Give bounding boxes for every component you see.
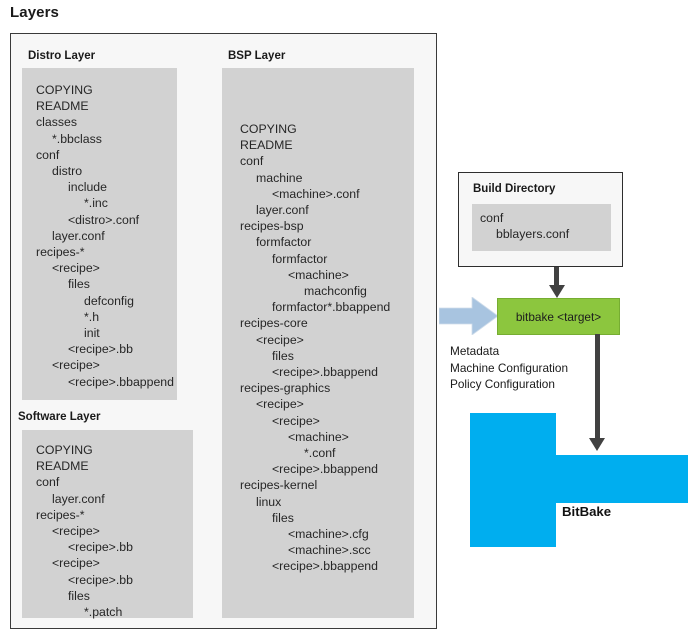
tree-item: *.conf xyxy=(304,446,336,461)
tree-item: layer.conf xyxy=(256,203,309,218)
build-directory-tree: conf bblayers.conf xyxy=(480,210,611,242)
tree-item: README xyxy=(36,459,89,474)
bitbake-shape-right-block xyxy=(554,455,688,503)
tree-item: include xyxy=(68,180,107,195)
tree-item: layer.conf xyxy=(52,491,105,506)
tree-item: <recipe> xyxy=(272,413,320,428)
tree-item: COPYING xyxy=(240,122,297,136)
tree-item: <recipe>.bbappend xyxy=(272,462,378,477)
tree-item: <recipe> xyxy=(52,358,100,373)
bitbake-shape-left-block xyxy=(470,413,556,547)
tree-item: formfactor xyxy=(272,251,328,266)
tree-item: layer.conf xyxy=(52,228,105,243)
tree-item: <recipe>.bbappend xyxy=(272,365,378,380)
tree-item: <recipe>.bbappend xyxy=(272,559,378,574)
tree-item: <recipe> xyxy=(52,524,100,539)
tree-item: <machine> xyxy=(288,429,349,444)
page-title: Layers xyxy=(10,4,59,21)
tree-item: <machine>.scc xyxy=(288,543,371,558)
tree-item: <machine> xyxy=(288,267,349,282)
connector-builddir-to-bitbake-shaft xyxy=(554,267,559,287)
tree-item: defconfig xyxy=(84,293,134,308)
tree-item: <recipe>.bb xyxy=(68,572,133,587)
tree-item: <recipe> xyxy=(52,556,100,571)
tree-item: files xyxy=(272,510,294,525)
connector-bitbake-to-output-shaft xyxy=(595,334,600,442)
connector-bitbake-to-output-arrowhead xyxy=(589,438,605,451)
tree-item: conf xyxy=(240,154,264,169)
tree-item: conf xyxy=(480,211,504,225)
layers-to-bitbake-block-arrow xyxy=(439,297,498,335)
tree-item: machine xyxy=(256,170,303,185)
tree-item: COPYING xyxy=(36,83,93,97)
build-directory-heading: Build Directory xyxy=(473,183,556,195)
policy-configuration-caption-line: Policy Configuration xyxy=(450,377,555,391)
tree-item: *.h xyxy=(84,309,100,324)
bsp-layer-heading: BSP Layer xyxy=(228,50,286,62)
tree-item: files xyxy=(272,348,294,363)
tree-item: README xyxy=(36,99,89,114)
tree-item: <recipe>.bbappend xyxy=(68,374,174,389)
bitbake-target-box[interactable]: bitbake <target> xyxy=(497,298,620,335)
tree-item: <machine>.cfg xyxy=(288,527,369,542)
tree-item: <recipe>.bb xyxy=(68,540,133,555)
tree-item: conf xyxy=(36,475,60,490)
tree-item: linux xyxy=(256,494,282,509)
machine-configuration-caption-line: Machine Configuration xyxy=(450,360,569,375)
tree-item: <recipe> xyxy=(52,261,100,276)
tree-item: <recipe>.bb xyxy=(68,342,133,357)
tree-item: machconfig xyxy=(304,284,367,299)
tree-item: recipes-core xyxy=(240,316,308,331)
tree-item: init xyxy=(84,326,100,341)
tree-item: <recipe> xyxy=(256,397,304,412)
software-layer-heading: Software Layer xyxy=(18,411,101,423)
tree-item: bblayers.conf xyxy=(496,227,570,242)
build-directory-panel: conf bblayers.conf xyxy=(472,204,611,251)
tree-item: recipes-* xyxy=(36,507,85,522)
tree-item: recipes-bsp xyxy=(240,219,304,234)
tree-item: recipes-graphics xyxy=(240,381,331,396)
tree-item: classes xyxy=(36,115,78,130)
tree-item: files xyxy=(68,277,90,292)
tree-item: *.bbclass xyxy=(52,131,102,146)
tree-item: recipes-* xyxy=(36,245,85,260)
metadata-caption-line: Metadata xyxy=(450,344,500,358)
tree-item: *.inc xyxy=(84,196,108,211)
distro-layer-heading: Distro Layer xyxy=(28,50,96,62)
tree-item: files xyxy=(68,588,90,603)
tree-item: distro xyxy=(52,164,83,179)
connector-builddir-to-bitbake-arrowhead xyxy=(549,285,565,298)
tree-item: README xyxy=(240,138,293,153)
tree-item: <distro>.conf xyxy=(68,212,140,227)
tree-item: <machine>.conf xyxy=(272,186,360,201)
bitbake-output-label: BitBake xyxy=(562,504,612,519)
tree-item: formfactor xyxy=(256,235,312,250)
bitbake-output-shape xyxy=(470,413,688,547)
tree-item: <recipe> xyxy=(256,332,304,347)
tree-item: recipes-kernel xyxy=(240,478,318,493)
tree-item: COPYING xyxy=(36,443,93,457)
tree-item: *.patch xyxy=(84,605,123,620)
tree-item: formfactor*.bbappend xyxy=(272,300,391,315)
build-directory-box: Build Directory conf bblayers.conf xyxy=(458,172,623,267)
metadata-caption: Metadata Machine Configuration Policy Co… xyxy=(450,343,568,393)
tree-item: conf xyxy=(36,147,60,162)
